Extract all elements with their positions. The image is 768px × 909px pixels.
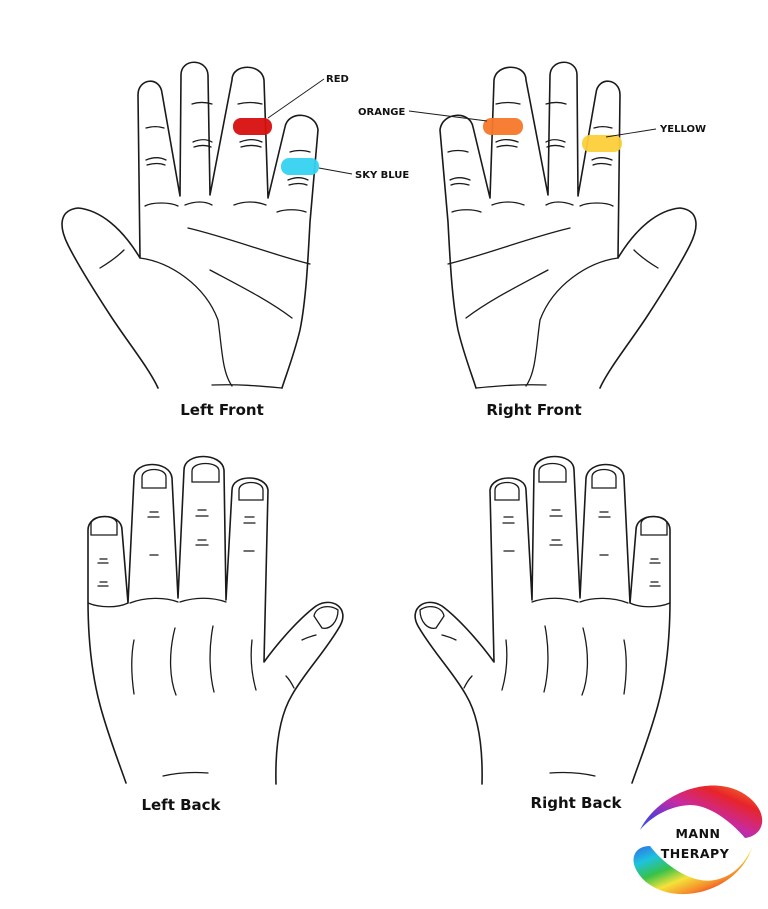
yellow-band [582, 135, 622, 152]
mann-therapy-logo: MANN THERAPY [633, 785, 763, 895]
label-red: RED [326, 74, 349, 85]
left-front-head-line [209, 269, 293, 319]
label-yellow: YELLOW [659, 124, 706, 135]
logo-swirl-top [640, 785, 763, 838]
caption-left-back: Left Back [141, 796, 221, 814]
sky-blue-band [281, 158, 319, 175]
logo-text-line2: THERAPY [661, 846, 730, 861]
left-front-thumb-line [139, 257, 233, 387]
logo-text-line1: MANN [675, 826, 720, 841]
red-band [233, 118, 272, 135]
caption-right-front: Right Front [486, 401, 581, 419]
left-back-hand [87, 455, 344, 785]
caption-left-front: Left Front [180, 401, 264, 419]
label-orange: ORANGE [358, 107, 406, 118]
left-back-outline [87, 455, 344, 785]
orange-band [483, 118, 523, 135]
left-front-outline [61, 61, 319, 389]
logo-swirl-bottom [633, 846, 752, 895]
left-front-hand [61, 61, 353, 389]
right-back-hand [414, 455, 671, 785]
right-front-hand [439, 61, 697, 389]
left-front-heart-line [187, 227, 311, 265]
label-sky-blue: SKY BLUE [355, 170, 409, 181]
caption-right-back: Right Back [531, 794, 623, 812]
